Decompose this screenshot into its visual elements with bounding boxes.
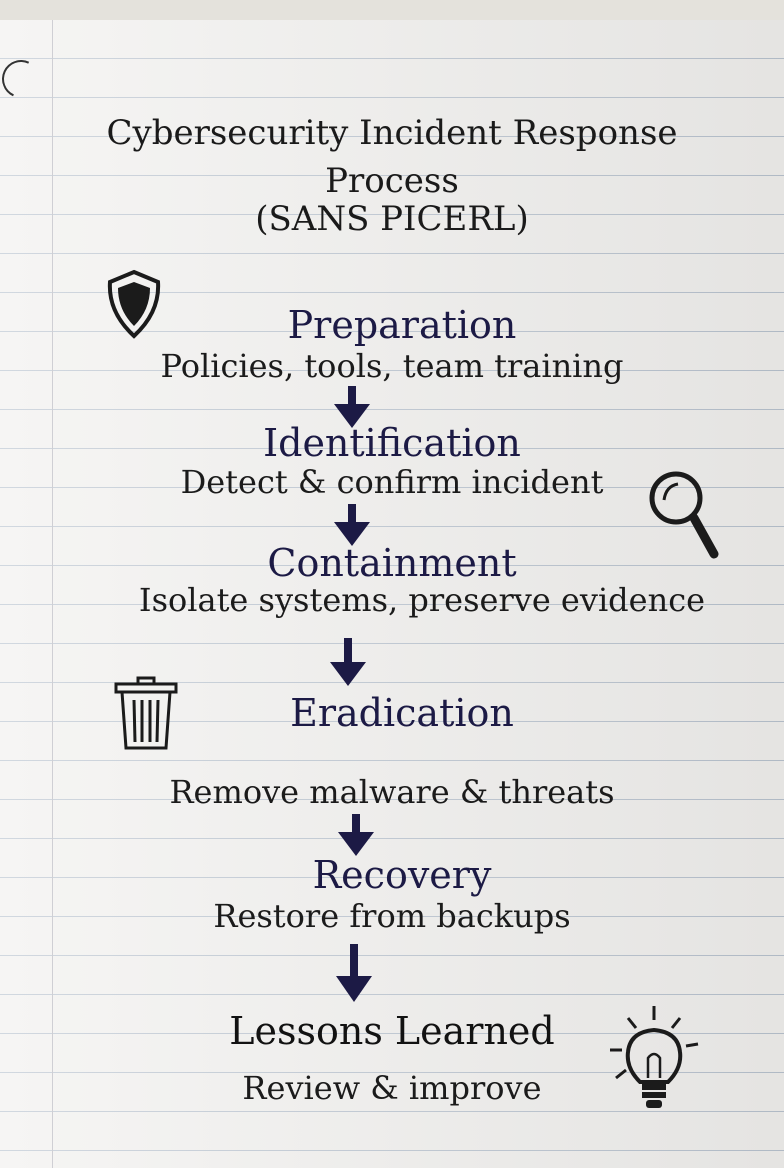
- step-description-eradication: Remove malware & threats: [169, 773, 615, 811]
- step-description-containment: Isolate systems, preserve evidence: [138, 581, 706, 619]
- arrow-down-icon: [330, 638, 366, 686]
- punch-hole: [0, 54, 46, 104]
- page-top-edge: [0, 0, 784, 20]
- step-description-preparation: Policies, tools, team training: [160, 347, 624, 385]
- step-description-identification: Detect & confirm incident: [180, 463, 604, 501]
- margin-line: [52, 20, 53, 1168]
- step-title-eradication: Eradication: [290, 691, 514, 735]
- arrow-down-icon: [334, 504, 370, 546]
- arrow-down-icon: [336, 944, 372, 1002]
- step-title-recovery: Recovery: [312, 853, 492, 897]
- step-title-identification: Identification: [263, 421, 521, 465]
- lightbulb-icon: [610, 1006, 699, 1108]
- step-title-lessons-learned: Lessons Learned: [229, 1009, 555, 1053]
- shield-icon: [107, 269, 161, 339]
- trash-can-icon: [114, 676, 178, 750]
- page-title-line-2: Process: [325, 161, 459, 201]
- magnifier-icon: [649, 471, 719, 559]
- page-title-line-3: (SANS PICERL): [255, 199, 529, 239]
- arrow-down-icon: [334, 386, 370, 428]
- step-title-preparation: Preparation: [287, 303, 517, 347]
- page-title-line-1: Cybersecurity Incident Response: [106, 113, 678, 153]
- arrow-down-icon: [338, 814, 374, 856]
- step-title-containment: Containment: [267, 541, 517, 585]
- step-description-lessons-learned: Review & improve: [242, 1069, 542, 1107]
- step-description-recovery: Restore from backups: [213, 897, 571, 935]
